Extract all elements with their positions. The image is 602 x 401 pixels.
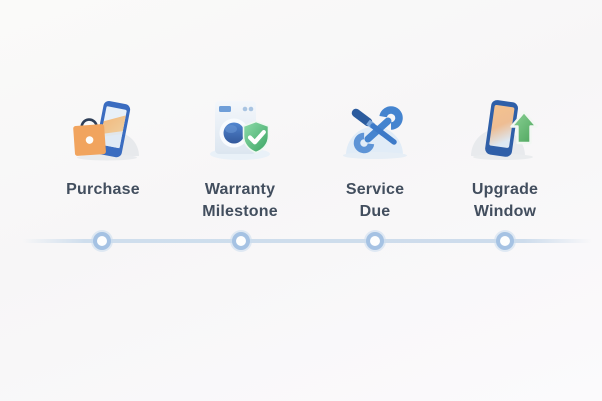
milestone-label-line: Window — [473, 203, 537, 220]
milestone-label-line: Warranty — [204, 181, 276, 198]
wrench-screwdriver-icon — [335, 92, 415, 172]
milestone-label-line: Service — [345, 181, 405, 198]
milestone-label-line: Due — [359, 203, 391, 220]
washer-shield-check-icon — [200, 92, 280, 172]
milestone-upgrade[interactable]: Upgrade Window — [440, 92, 570, 223]
milestone-label: Warranty Milestone — [175, 179, 305, 223]
milestone-label-line: Upgrade — [471, 181, 539, 198]
timeline-node-upgrade[interactable] — [496, 232, 514, 250]
milestone-label: Service Due — [310, 179, 440, 223]
milestone-label-line: Milestone — [202, 203, 278, 220]
milestone-warranty[interactable]: Warranty Milestone — [175, 92, 305, 223]
milestone-service[interactable]: Service Due — [310, 92, 440, 223]
milestone-label: Purchase — [38, 179, 168, 201]
phone-upgrade-arrow-icon — [465, 92, 545, 172]
milestone-label: Upgrade Window — [440, 179, 570, 223]
shopping-bag-phone-icon — [63, 92, 143, 172]
milestone-label-line: Purchase — [66, 181, 140, 198]
timeline-line — [22, 239, 592, 243]
milestone-purchase[interactable]: Purchase — [38, 92, 168, 201]
timeline-node-service[interactable] — [366, 232, 384, 250]
timeline-node-warranty[interactable] — [232, 232, 250, 250]
timeline-node-purchase[interactable] — [93, 232, 111, 250]
